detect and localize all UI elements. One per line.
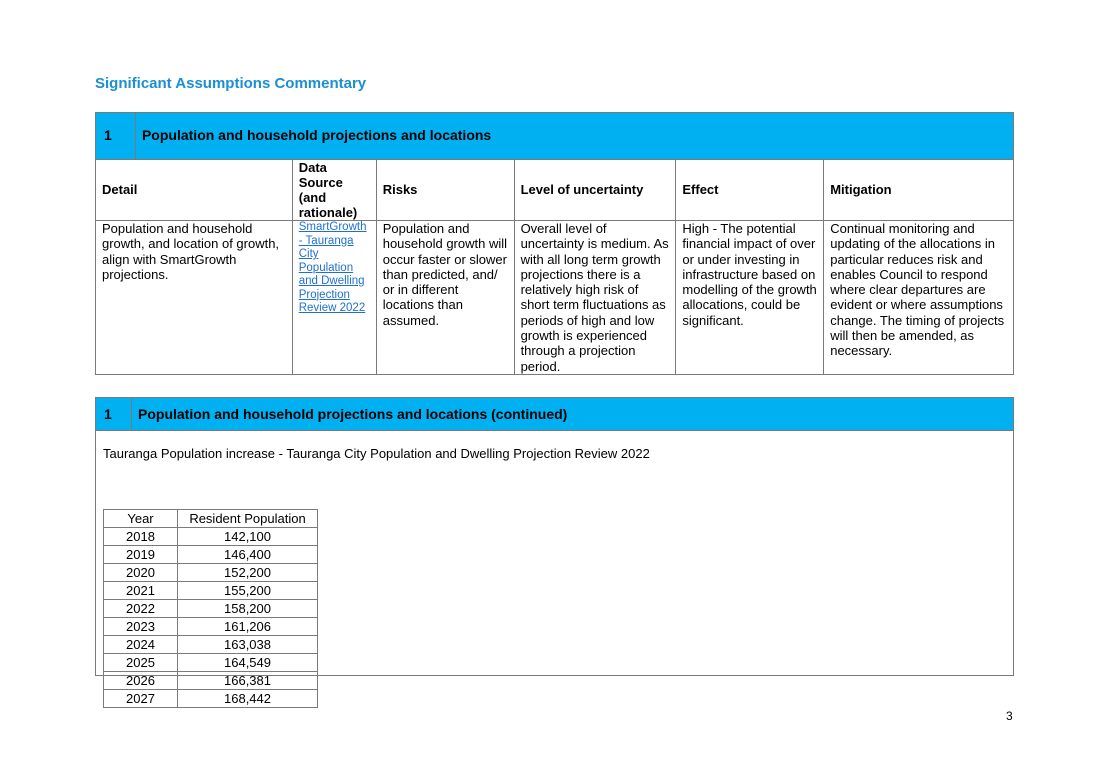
page-heading: Significant Assumptions Commentary [95,75,367,92]
population-cell: 168,442 [177,689,318,708]
column-header-data-source: Data Source (and rationale) [291,159,377,221]
section-header-row: 1 Population and household projections a… [95,112,1015,160]
column-header-mitigation: Mitigation [823,159,1014,221]
assumption-row: Population and household growth, and loc… [95,220,1014,375]
column-header-uncertainty: Level of uncertainty [513,159,677,221]
uncertainty-cell: Overall level of uncertainty is medium. … [513,220,677,375]
year-cell: 2018 [103,527,178,546]
population-subtitle: Tauranga Population increase - Tauranga … [103,446,650,461]
year-cell: 2025 [103,653,178,672]
year-cell: 2022 [103,599,178,618]
population-cell: 163,038 [177,635,318,654]
column-header-effect: Effect [675,159,825,221]
population-cell: 142,100 [177,527,318,546]
section-number: 1 [95,112,136,160]
year-cell: 2027 [103,689,178,708]
population-cell: 146,400 [177,545,318,564]
year-header: Year [103,509,178,528]
population-cell: 152,200 [177,563,318,582]
population-cell: 164,549 [177,653,318,672]
population-header-row: Year Resident Population [103,509,318,528]
column-header-row: Detail Data Source (and rationale) Risks… [95,159,1014,221]
column-header-detail: Detail [95,159,293,221]
population-cell: 166,381 [177,671,318,690]
continued-section: 1 Population and household projections a… [95,397,1014,708]
continued-header-row: 1 Population and household projections a… [95,397,1014,431]
continued-section-number: 1 [95,397,132,431]
year-cell: 2026 [103,671,178,690]
resident-population-header: Resident Population [177,509,318,528]
column-header-risks: Risks [375,159,515,221]
risks-cell: Population and household growth will occ… [375,220,515,375]
year-cell: 2021 [103,581,178,600]
effect-cell: High - The potential financial impact of… [675,220,825,375]
year-cell: 2023 [103,617,178,636]
data-source-link[interactable]: SmartGrowth - Tauranga City Population a… [291,220,377,375]
population-cell: 158,200 [177,599,318,618]
assumptions-table: 1 Population and household projections a… [95,112,1015,375]
continued-section-body: Tauranga Population increase - Tauranga … [95,431,1014,708]
section-title: Population and household projections and… [134,112,1015,160]
population-cell: 155,200 [177,581,318,600]
year-cell: 2024 [103,635,178,654]
detail-cell: Population and household growth, and loc… [95,220,293,375]
population-cell: 161,206 [177,617,318,636]
continued-header-table: 1 Population and household projections a… [95,397,1014,431]
year-cell: 2019 [103,545,178,564]
page-number: 3 [1006,709,1013,723]
mitigation-cell: Continual monitoring and updating of the… [823,220,1014,375]
year-cell: 2020 [103,563,178,582]
continued-section-title: Population and household projections and… [131,397,1014,431]
